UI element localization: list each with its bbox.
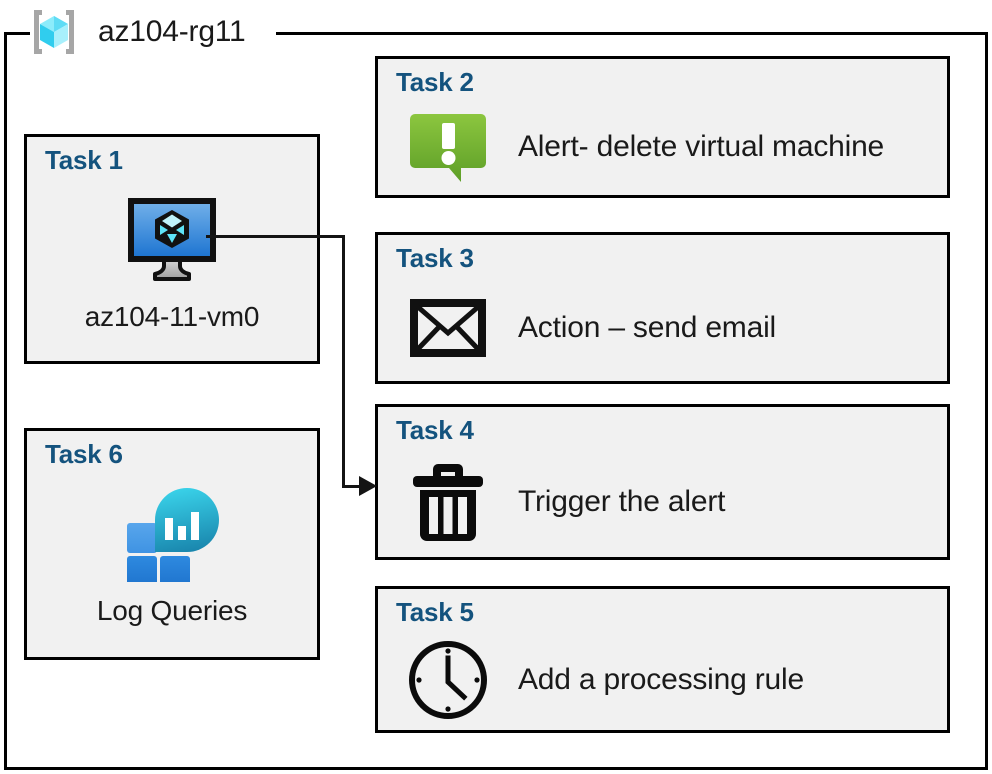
resource-group-border-top-left	[4, 32, 30, 35]
connector-segment-horizontal-bottom	[342, 485, 367, 488]
trash-can-icon	[400, 460, 496, 544]
task-text: Action – send email	[518, 311, 777, 344]
connector-segment-horizontal-top	[206, 235, 345, 238]
connector-arrowhead-icon	[359, 476, 377, 496]
resource-group-icon	[26, 7, 82, 57]
task-label: Task 5	[396, 597, 474, 627]
task-card-task6[interactable]: Task 6	[24, 428, 320, 660]
clock-icon	[400, 639, 496, 721]
connector-segment-vertical	[342, 235, 345, 487]
task-card-task5[interactable]: Task 5 Add a processing rule	[375, 586, 950, 733]
task-text: az104-11-vm0	[84, 301, 260, 332]
task-card-task3[interactable]: Task 3 Action – send email	[375, 232, 950, 384]
task-card-task2[interactable]: Task 2 Alert- delete virtual machine	[375, 56, 950, 198]
log-analytics-icon	[119, 485, 225, 582]
task-label: Task 4	[396, 415, 474, 445]
resource-group-border-right	[985, 32, 988, 770]
task-text: Log Queries	[96, 595, 248, 626]
virtual-machine-icon	[126, 191, 218, 287]
envelope-icon	[400, 299, 496, 357]
task-label: Task 3	[396, 243, 474, 273]
resource-group-name: az104-rg11	[98, 15, 246, 48]
task-card-task1[interactable]: Task 1	[24, 134, 320, 364]
task-card-task4[interactable]: Task 4 Trigger the alert	[375, 404, 950, 560]
task-text: Alert- delete virtual machine	[518, 130, 885, 163]
task-text: Add a processing rule	[518, 662, 804, 696]
resource-group-header: az104-rg11	[26, 6, 246, 58]
task-text: Trigger the alert	[518, 485, 726, 518]
task-label: Task 1	[45, 145, 123, 175]
alert-bubble-icon	[400, 110, 496, 184]
resource-group-border-top-right	[276, 32, 988, 35]
resource-group-border-bottom	[4, 767, 988, 770]
task-label: Task 6	[45, 439, 123, 469]
resource-group-border-left	[4, 32, 7, 770]
task-label: Task 2	[396, 67, 474, 97]
